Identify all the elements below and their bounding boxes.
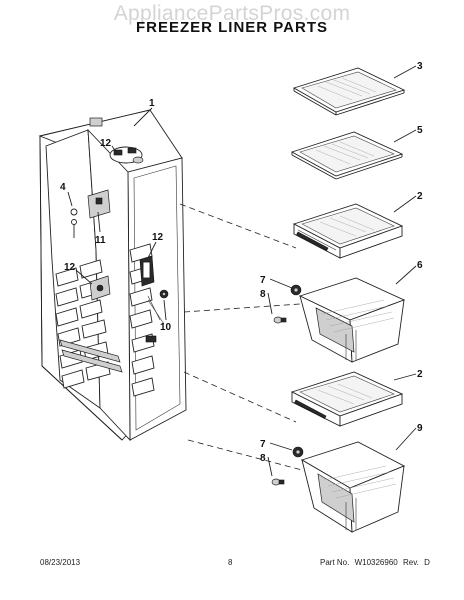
callout-8-upper: 8 <box>260 289 266 300</box>
dashed-leader-lines <box>179 203 303 471</box>
callout-8-lower: 8 <box>260 453 266 464</box>
revision-label: Rev. <box>402 558 419 567</box>
callout-10: 10 <box>160 322 172 333</box>
shelf-glass-3 <box>292 67 406 116</box>
callout-7-upper: 7 <box>260 275 266 286</box>
freezer-bin-6 <box>298 277 406 363</box>
callout-1: 1 <box>149 98 155 109</box>
part-number-label: Part No. <box>320 558 350 567</box>
shelf-rails <box>55 243 155 397</box>
callout-5: 5 <box>417 125 423 136</box>
footer-date: 08/23/2013 <box>40 558 81 567</box>
callout-3: 3 <box>417 61 423 72</box>
page-title: FREEZER LINER PARTS <box>135 19 329 36</box>
callout-9: 9 <box>417 423 423 434</box>
shelf-framed-2-upper <box>292 203 404 259</box>
callout-numbers: 1 3 5 2 6 7 8 2 9 7 8 12 4 11 12 12 10 <box>60 61 423 464</box>
callout-2-lower: 2 <box>417 369 423 380</box>
watermark: AppliancePartsPros.com <box>113 2 351 25</box>
callout-12-left: 12 <box>64 262 76 273</box>
shelf-glass-5 <box>290 131 404 180</box>
callout-6: 6 <box>417 260 423 271</box>
callout-4: 4 <box>60 182 66 193</box>
callout-7-lower: 7 <box>260 439 266 450</box>
callout-2-upper: 2 <box>417 191 423 202</box>
freezer-liner <box>38 109 187 442</box>
callout-leaders <box>67 65 417 477</box>
part-number-value: W10326960 <box>354 558 398 567</box>
callout-11: 11 <box>95 235 106 246</box>
shelf-framed-2-lower <box>290 371 404 427</box>
callout-12-top: 12 <box>100 138 112 149</box>
footer-page-number: 8 <box>228 558 233 567</box>
revision-value: D <box>424 558 430 567</box>
freezer-bin-9 <box>300 441 406 533</box>
callout-12-right: 12 <box>152 232 164 243</box>
footer-part-number: Part No. W10326960 Rev. D <box>320 558 433 567</box>
